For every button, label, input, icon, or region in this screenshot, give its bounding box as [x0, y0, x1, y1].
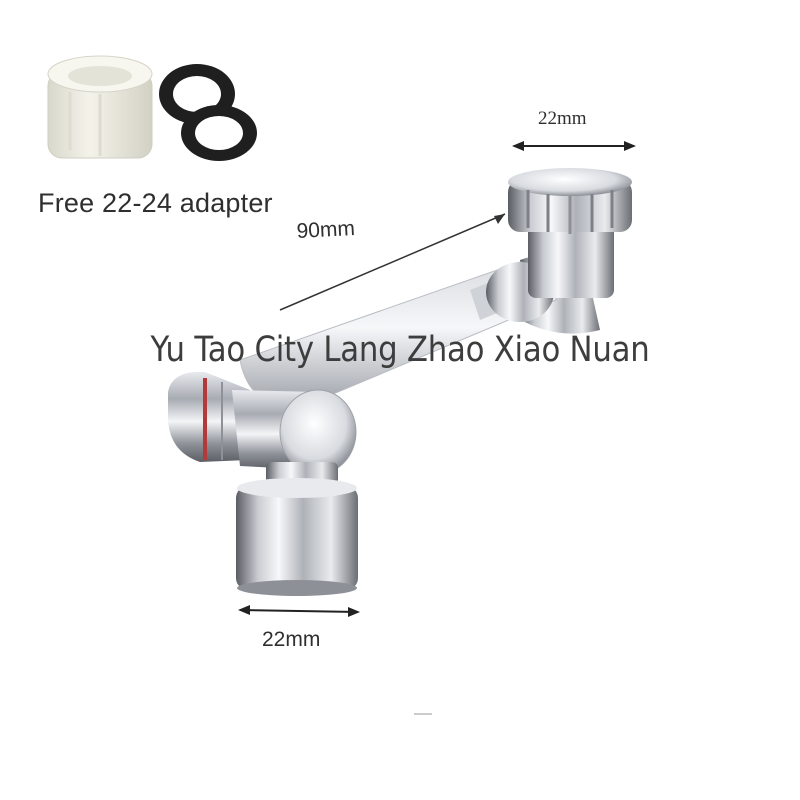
dimension-line-top — [512, 141, 636, 151]
outlet-aerator — [236, 478, 358, 596]
inlet-width-label: 22mm — [538, 108, 587, 129]
adapter-caption: Free 22-24 adapter — [38, 188, 273, 218]
top-cap — [508, 168, 632, 234]
outlet-width-label: 22mm — [262, 628, 321, 651]
faucet-extender — [168, 168, 632, 596]
dimension-line-bottom — [238, 605, 360, 617]
watermark-text: Yu Tao City Lang Zhao Xiao Nuan — [150, 330, 650, 370]
arm-length-label: 90mm — [296, 216, 356, 243]
dimension-line-arm — [279, 213, 506, 311]
adapter-ring-icon — [47, 55, 153, 159]
washer-icon — [181, 105, 257, 161]
